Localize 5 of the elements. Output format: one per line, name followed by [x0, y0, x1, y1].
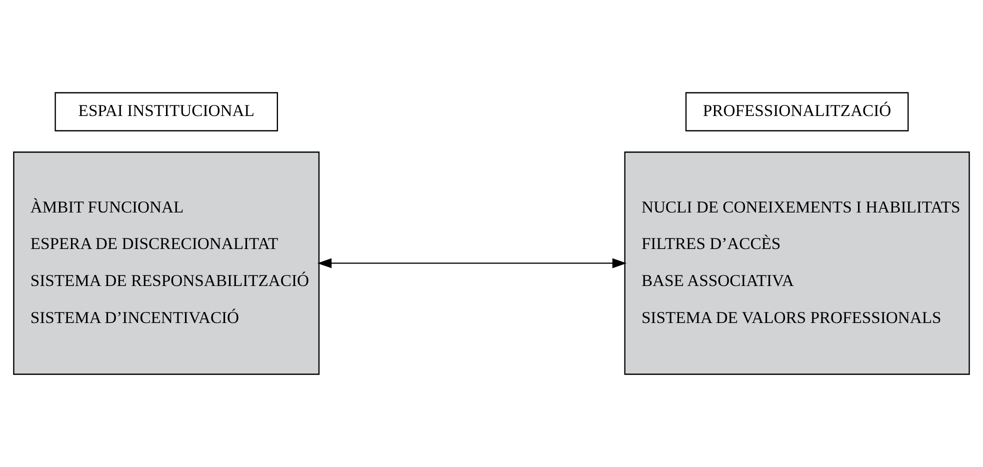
node-box: NUCLI DE CONEIXEMENTS I HABILITATS FILTRES D’ACCÈS BASE ASSOCIATIVA SISTEMA DE VALORS PROFESSIONALS	[624, 152, 970, 375]
arrow	[317, 258, 627, 268]
node-box: ESPAI INSTITUCIONAL	[54, 92, 278, 132]
node-box: ÀMBIT FUNCIONAL ESPERA DE DISCRECIONALITAT SISTEMA DE RESPONSABILITZACIÓ SISTEMA D’INCENTIVACIÓ	[13, 152, 320, 375]
node-box: PROFESSIONALITZACIÓ	[685, 92, 909, 132]
